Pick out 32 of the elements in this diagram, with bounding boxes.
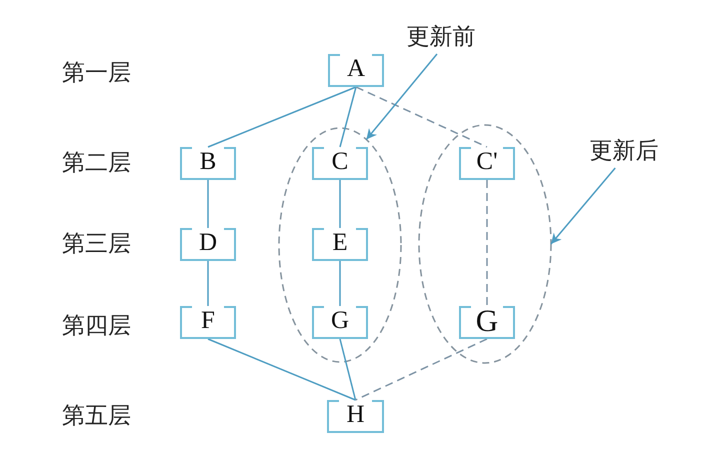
callout-text: 更新前 bbox=[401, 20, 481, 54]
dashed-ellipse bbox=[418, 124, 552, 364]
layer-label: 第二层 bbox=[62, 149, 131, 178]
connector-line bbox=[339, 180, 341, 228]
node-box: E bbox=[312, 228, 368, 261]
node-box: H bbox=[327, 400, 384, 433]
node-box: G bbox=[312, 306, 368, 339]
connector-line bbox=[208, 86, 356, 148]
connector-line bbox=[207, 261, 209, 306]
layer-label: 第五层 bbox=[62, 402, 131, 431]
node-box: G bbox=[459, 306, 515, 339]
leader-arrow bbox=[366, 54, 438, 140]
connector-line bbox=[207, 180, 209, 228]
node-box: C' bbox=[459, 147, 515, 180]
dashed-ellipse bbox=[278, 127, 402, 363]
connector-line bbox=[355, 338, 488, 401]
connector-line bbox=[208, 338, 356, 401]
connector-line bbox=[486, 180, 488, 306]
layer-label: 第三层 bbox=[62, 230, 131, 259]
connector-line bbox=[339, 86, 357, 148]
connector-line bbox=[339, 261, 341, 306]
layer-label: 第四层 bbox=[62, 312, 131, 341]
connector-line bbox=[356, 86, 488, 148]
callout-text: 更新后 bbox=[584, 134, 664, 168]
layer-label: 第一层 bbox=[62, 59, 131, 88]
node-box: B bbox=[180, 147, 236, 180]
leader-arrow bbox=[550, 168, 616, 244]
connector-line bbox=[339, 338, 356, 400]
node-box: D bbox=[180, 228, 236, 261]
node-box: A bbox=[328, 54, 384, 87]
node-box: F bbox=[180, 306, 236, 339]
node-box: C bbox=[312, 147, 368, 180]
